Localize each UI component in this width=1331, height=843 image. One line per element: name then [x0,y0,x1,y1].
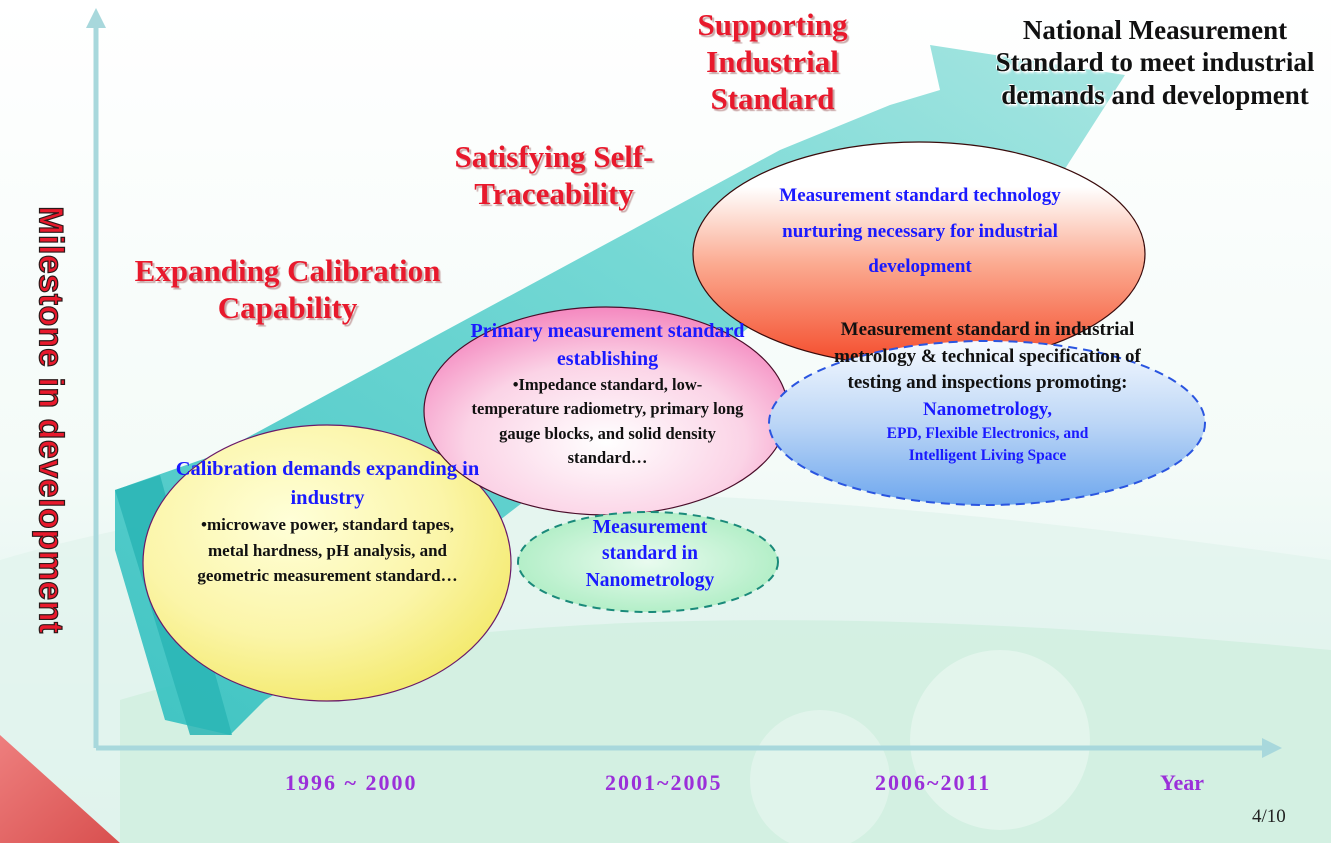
primary-body: •Impedance standard, low-temperature rad… [471,375,744,468]
industrial-lead: Measurement standard in industrial metro… [834,319,1141,394]
primary-heading: Primary measurement standard establishin… [470,320,745,370]
primary-measurement-ellipse: Primary measurement standard establishin… [470,317,745,471]
industrial-metrology-ellipse: Measurement standard in industrial metro… [820,317,1155,467]
phase-expanding-calibration: Expanding Calibration Capability [134,253,441,326]
vertical-axis-title: Milestone in development [31,206,70,635]
technology-nurturing-ellipse: Measurement standard technology nurturin… [779,185,1061,278]
industrial-tail: EPD, Flexible Electronics, and Intellige… [886,425,1089,465]
calibration-demands-ellipse: Calibration demands expanding in industr… [170,455,485,588]
industrial-highlight: Nanometrology, [923,398,1052,420]
year-label-1996-2000: 1996 ~ 2000 [285,770,418,795]
page-number: 4/10 [1252,806,1286,827]
phase-industrial-standard: Supporting Industrial Standard [697,7,848,117]
phase-national-standard: National Measurement Standard to meet in… [995,15,1315,110]
phase-self-traceability: Satisfying Self-Traceability [454,139,654,212]
year-label-2006-2011: 2006~2011 [875,770,992,795]
year-label-2001-2005: 2001~2005 [605,770,723,795]
nanometrology-ellipse: Measurement standard in Nanometrology [585,517,715,591]
calibration-heading: Calibration demands expanding in industr… [175,458,480,509]
calibration-body: •microwave power, standard tapes, metal … [197,515,458,585]
year-axis-label: Year [1160,770,1204,795]
